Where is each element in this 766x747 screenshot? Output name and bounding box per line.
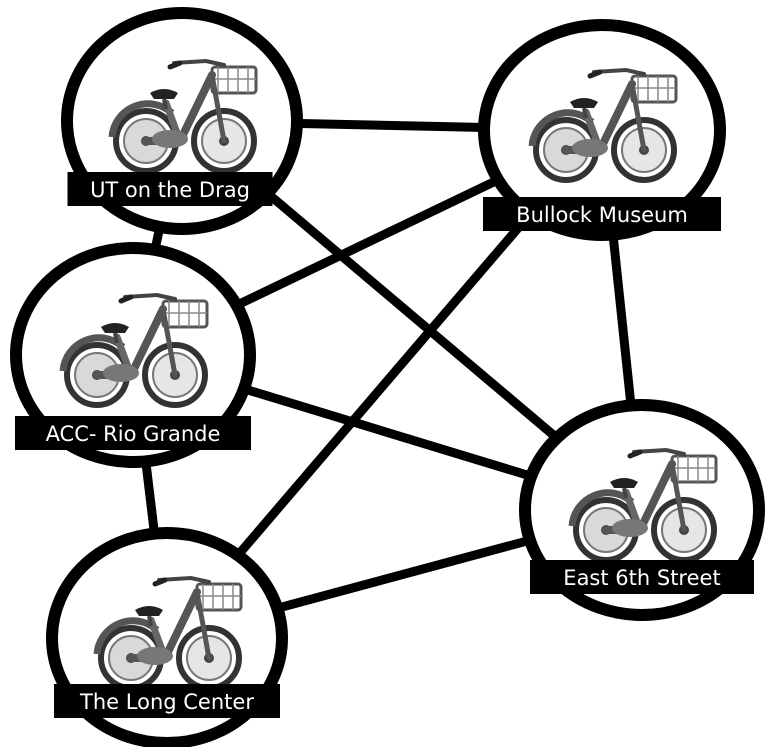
station-label-background <box>67 172 273 206</box>
station-node-long: The Long Center <box>46 527 288 747</box>
station-label: East 6th Street <box>563 566 720 590</box>
station-node-acc: ACC- Rio Grande <box>10 242 256 468</box>
station-node-ut: UT on the Drag <box>61 7 303 235</box>
station-label: Bullock Museum <box>516 203 688 227</box>
station-node-bullock: Bullock Museum <box>478 19 726 241</box>
station-label: ACC- Rio Grande <box>46 422 221 446</box>
station-label-background <box>483 197 721 231</box>
station-label-background <box>15 416 251 450</box>
station-label: UT on the Drag <box>90 178 250 202</box>
station-label-background <box>530 560 754 594</box>
station-label: The Long Center <box>79 690 254 714</box>
station-node-east6: East 6th Street <box>519 399 765 621</box>
station-label-background <box>54 684 280 718</box>
